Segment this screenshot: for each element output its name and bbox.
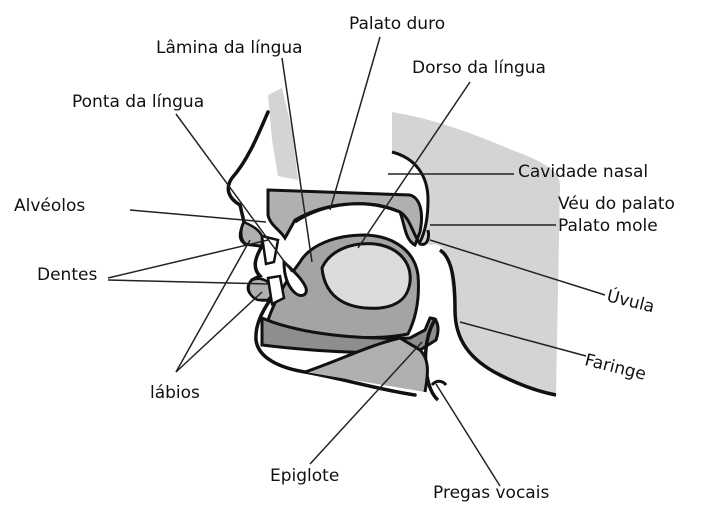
leader-palato-duro — [330, 37, 380, 210]
label-cavidade-nasal: Cavidade nasal — [518, 164, 648, 181]
leader-dentes-1 — [108, 240, 268, 278]
lower-tooth — [268, 276, 284, 304]
leader-pregas — [436, 384, 500, 486]
label-epiglote: Epiglote — [270, 468, 339, 485]
leader-labios-2 — [176, 292, 262, 372]
label-labios: lábios — [150, 385, 200, 402]
leader-alveolos — [130, 210, 266, 222]
label-palato-mole: Palato mole — [558, 218, 658, 235]
label-ponta-da-lingua: Ponta da língua — [72, 94, 204, 111]
label-dorso-da-lingua: Dorso da língua — [412, 60, 546, 77]
label-palato-duro: Palato duro — [349, 16, 445, 33]
leader-dentes-2 — [108, 280, 268, 284]
vocal-folds-mark — [432, 381, 446, 385]
label-veu-do-palato: Véu do palato — [558, 196, 675, 213]
label-alveolos: Alvéolos — [14, 198, 85, 215]
label-dentes: Dentes — [37, 267, 97, 284]
tongue-dorsum-region — [322, 244, 410, 309]
label-pregas-vocais: Pregas vocais — [433, 485, 549, 502]
label-lamina-da-lingua: Lâmina da língua — [156, 40, 303, 57]
